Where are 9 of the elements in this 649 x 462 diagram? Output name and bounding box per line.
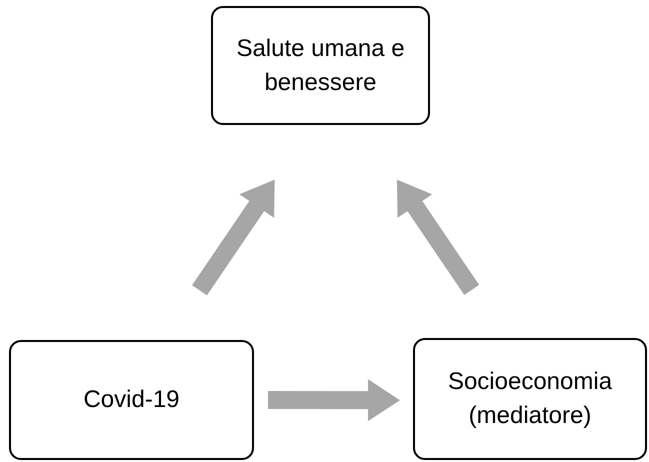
box-label: Salute umana e benessere bbox=[235, 34, 406, 98]
block-arrow bbox=[396, 180, 480, 296]
rounded-box bbox=[211, 6, 430, 125]
rounded-box bbox=[9, 340, 254, 460]
box-label: Covid-19 bbox=[83, 385, 180, 415]
box-label: Socioeconomia (mediatore) bbox=[446, 367, 614, 431]
block-arrow bbox=[268, 379, 400, 422]
rounded-box bbox=[413, 338, 647, 460]
block-arrow bbox=[192, 180, 275, 296]
